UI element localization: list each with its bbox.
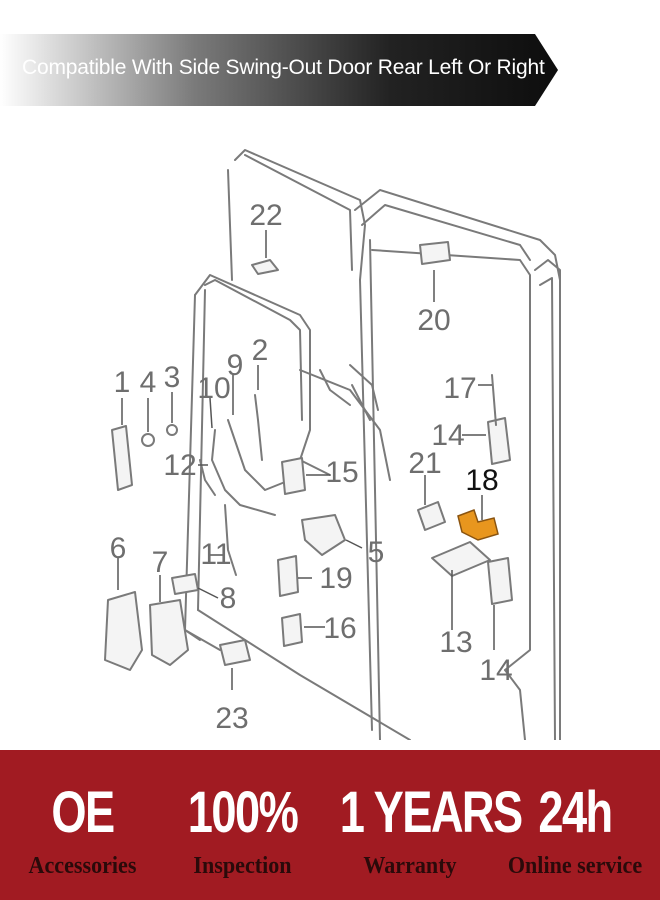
- callout-18: 18: [465, 464, 498, 497]
- badge-online-service: 24h Online service: [500, 750, 650, 900]
- leader-lines: [117, 230, 495, 690]
- callout-2: 2: [252, 334, 269, 367]
- banner-text: Compatible With Side Swing-Out Door Rear…: [22, 56, 545, 79]
- callout-7: 7: [152, 546, 169, 579]
- parts-diagram: 22 20 2 9 1 4 3 10 17 14 21 18 12 15 5 6…: [0, 130, 660, 741]
- callout-3: 3: [164, 361, 181, 394]
- service-badges-footer: OE Accessories 100% Inspection 1 YEARS W…: [0, 750, 660, 900]
- callout-15: 15: [325, 456, 358, 489]
- badge-warranty-caption: Warranty: [363, 853, 457, 879]
- callout-20: 20: [417, 304, 450, 337]
- banner-arrow-shape: [0, 34, 558, 106]
- badge-inspection: 100% Inspection: [165, 750, 320, 900]
- callout-14-lower: 14: [479, 654, 512, 687]
- callout-1: 1: [114, 366, 131, 399]
- callout-6: 6: [110, 532, 127, 565]
- callout-5: 5: [368, 536, 385, 569]
- badge-warranty: 1 YEARS Warranty: [320, 750, 523, 900]
- badge-warranty-title: 1 YEARS: [339, 780, 523, 845]
- callout-11: 11: [200, 538, 231, 571]
- badge-online-service-title: 24h: [538, 780, 613, 845]
- callout-17: 17: [443, 372, 476, 405]
- callout-13: 13: [439, 626, 472, 659]
- callout-22: 22: [249, 199, 282, 232]
- badge-online-service-caption: Online service: [507, 853, 643, 879]
- highlighted-part-18: [457, 509, 499, 541]
- callout-12: 12: [163, 449, 196, 482]
- callout-23: 23: [215, 702, 248, 735]
- badge-oe-caption: Accessories: [28, 853, 137, 879]
- badge-inspection-caption: Inspection: [193, 853, 292, 879]
- callout-4: 4: [140, 366, 157, 399]
- callout-8: 8: [220, 582, 237, 615]
- callout-19: 19: [319, 562, 352, 595]
- callout-14-upper: 14: [431, 419, 464, 452]
- badge-oe: OE Accessories: [0, 750, 165, 900]
- callout-16: 16: [323, 612, 356, 645]
- badge-inspection-title: 100%: [187, 780, 299, 845]
- compatibility-banner: Compatible With Side Swing-Out Door Rear…: [0, 34, 560, 106]
- callout-21: 21: [408, 447, 441, 480]
- exploded-view-drawing: 22 20 2 9 1 4 3 10 17 14 21 18 12 15 5 6…: [104, 149, 561, 741]
- callout-10: 10: [197, 372, 230, 405]
- badge-oe-title: OE: [51, 780, 115, 845]
- door-outlines: [104, 149, 561, 741]
- callout-9: 9: [227, 349, 244, 382]
